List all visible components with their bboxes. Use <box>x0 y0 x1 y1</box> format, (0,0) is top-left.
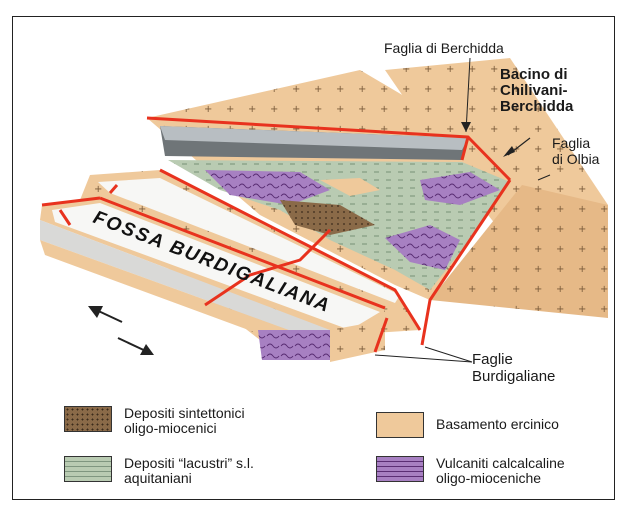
legend-item-sintettonici: Depositi sintettonici oligo-miocenici <box>64 406 245 436</box>
legend-item-lacustri: Depositi “lacustri” s.l. aquitaniani <box>64 456 254 486</box>
faglie-burdigaliane-label-line2: Burdigaliane <box>472 369 555 385</box>
faglia-olbia-label-line1: Faglia <box>552 135 590 151</box>
half-arrow-icon <box>118 338 154 355</box>
legend-swatch-lacustri <box>64 456 112 482</box>
legend-swatch-vulcaniti <box>376 456 424 482</box>
legend-label: Depositi “lacustri” s.l. <box>124 456 254 471</box>
faglia-berchidda-label: Faglia di Berchidda <box>384 40 504 56</box>
legend-label: aquitaniani <box>124 471 254 486</box>
bacino-label-line2: Chilivani- <box>500 82 568 99</box>
legend-label: Depositi sintettonici <box>124 406 245 421</box>
legend-swatch-basamento <box>376 412 424 438</box>
legend-item-vulcaniti: Vulcaniti calcalcaline oligo-mioceniche <box>376 456 565 486</box>
bacino-label-line1: Bacino di <box>500 66 568 83</box>
legend-swatch-sintettonici <box>64 406 112 432</box>
double-arrow-icon <box>88 306 122 322</box>
legend-label: oligo-miocenici <box>124 421 245 436</box>
legend-label: Basamento ercinico <box>436 417 559 432</box>
legend-label: Vulcaniti calcalcaline <box>436 456 565 471</box>
bacino-label-line3: Berchidda <box>500 98 573 115</box>
faglie-burdigaliane-label-line1: Faglie <box>472 352 513 368</box>
faglia-olbia-label-line2: di Olbia <box>552 151 599 167</box>
legend-item-basamento: Basamento ercinico <box>376 412 559 438</box>
legend-label: oligo-mioceniche <box>436 471 565 486</box>
